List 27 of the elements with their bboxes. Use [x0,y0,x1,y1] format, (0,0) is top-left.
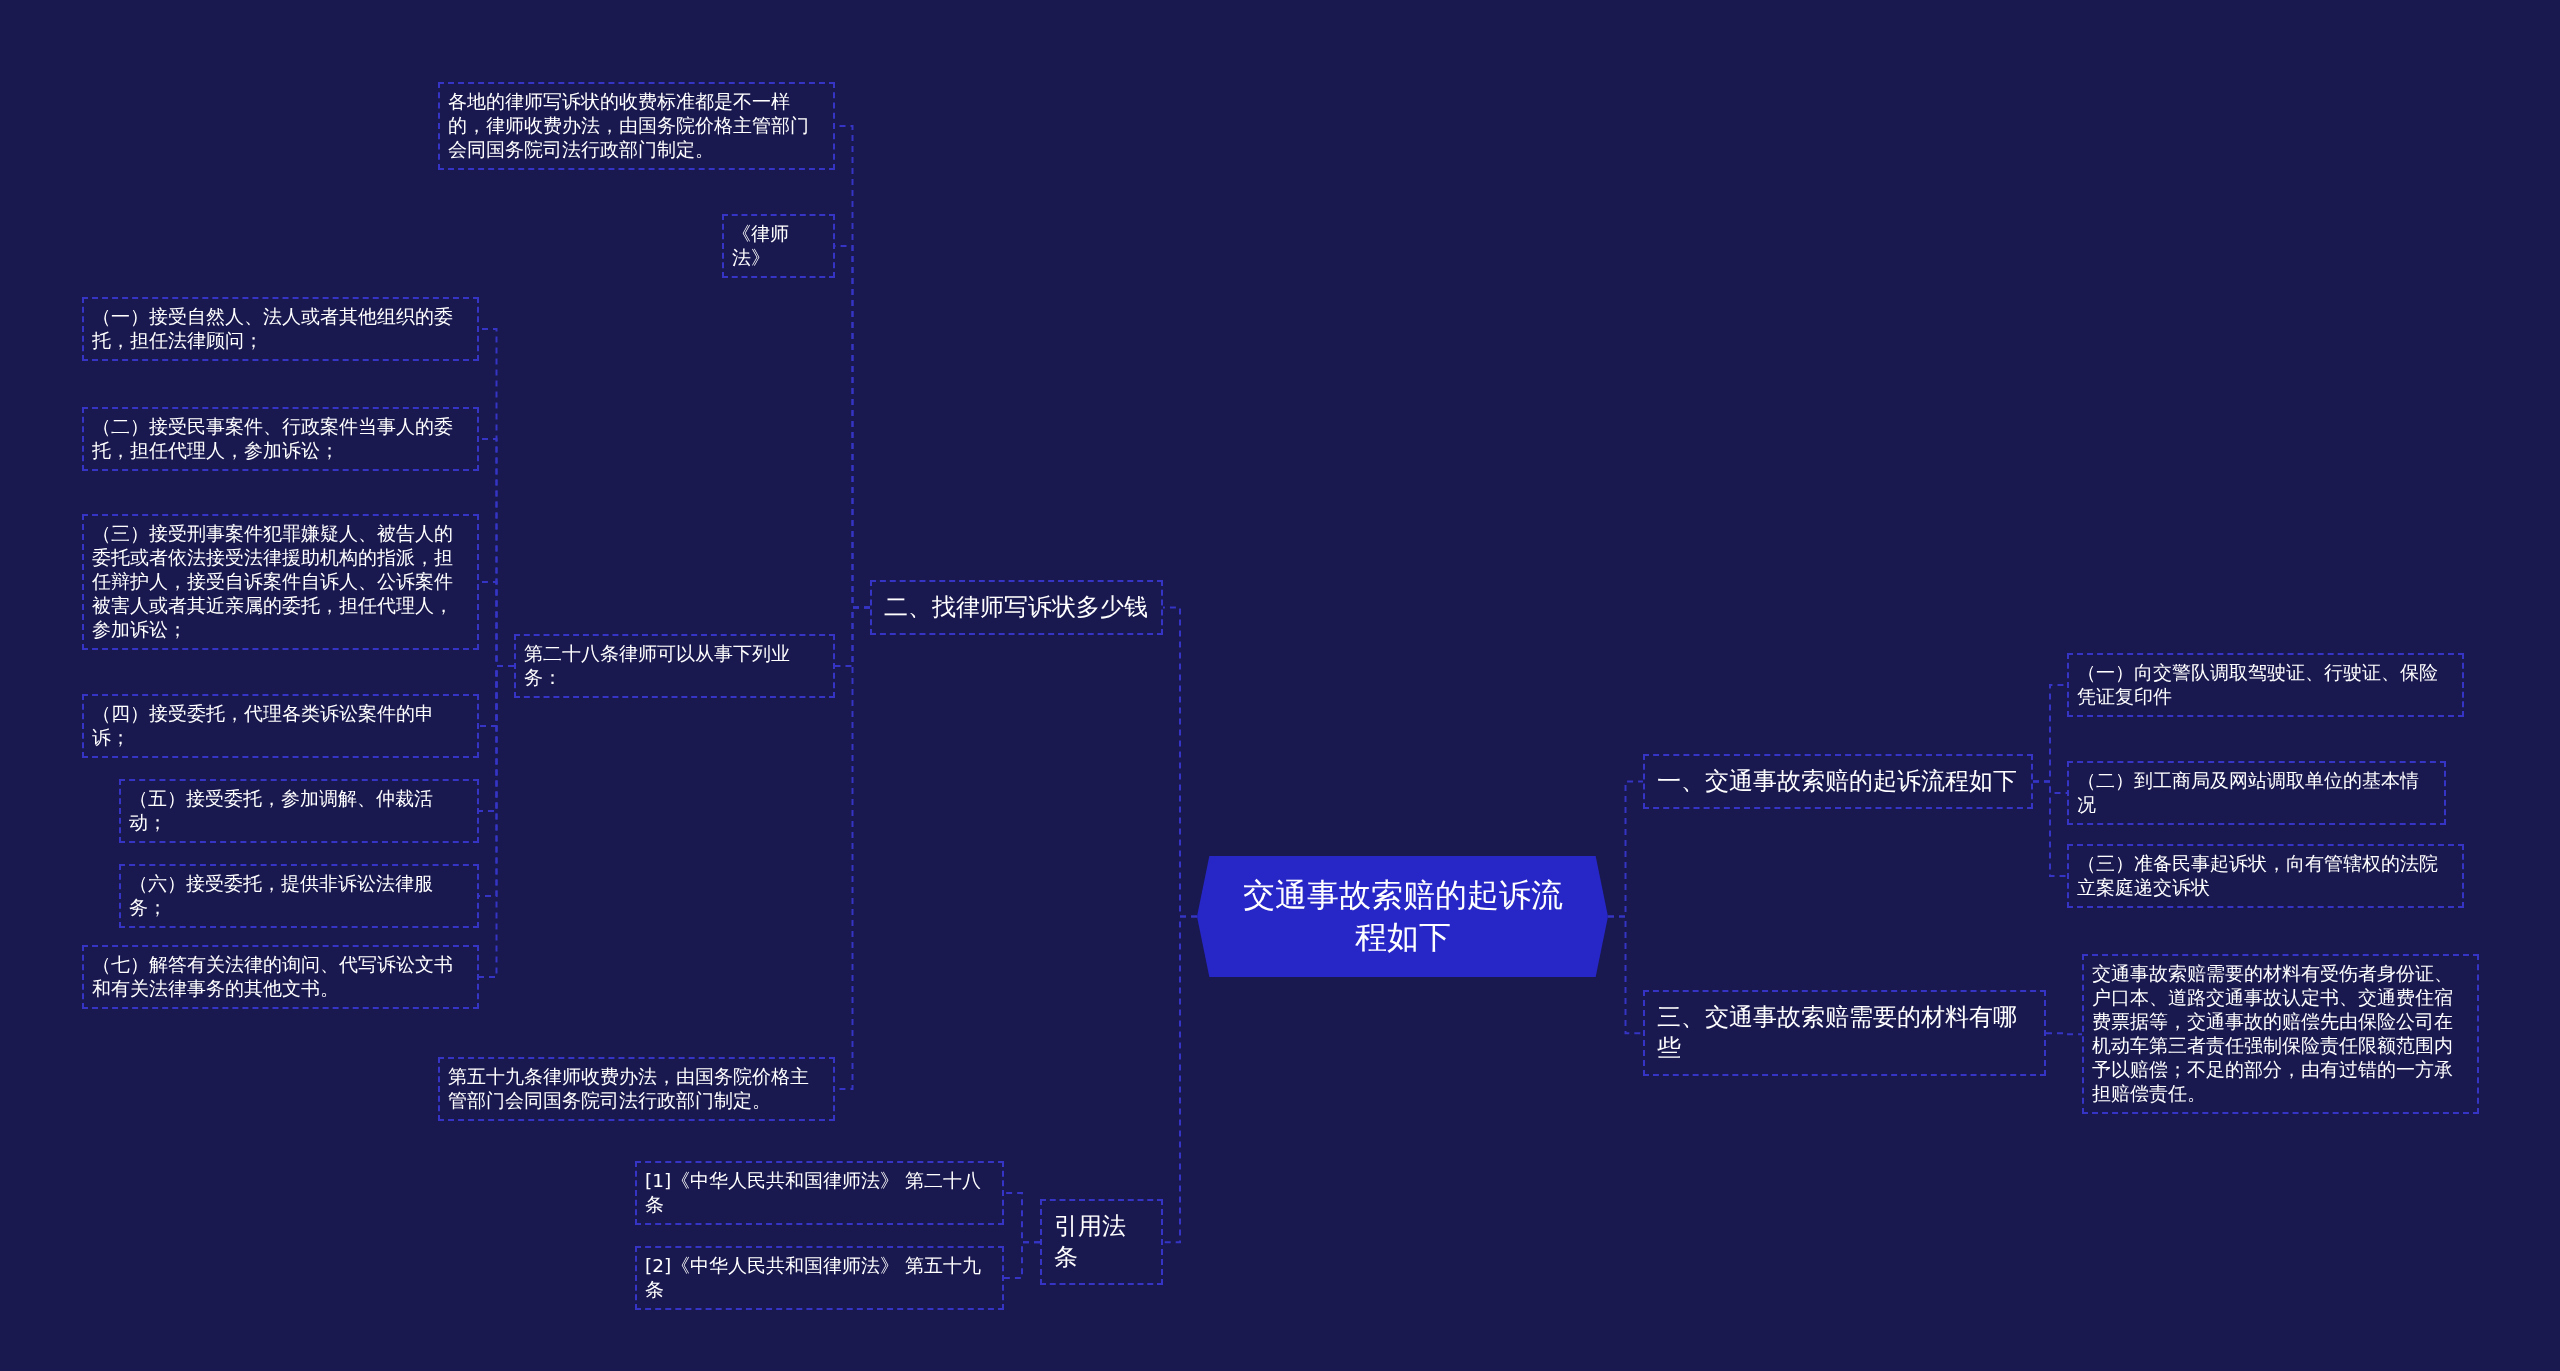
subtopic-box: 交通事故索赔需要的材料有受伤者身份证、户口本、道路交通事故认定书、交通费住宿费票据等，交通事故的赔偿先由保险公司在机动车第三者责任强制保险责任限额范围内予以赔偿；不足的部分，由有过错的一方承担赔偿责任。 [2082,954,2479,1115]
topic-box: 二、找律师写诉状多少钱 [870,580,1163,636]
topic-box: 三、交通事故索赔需要的材料有哪些 [1643,990,2046,1077]
subtopic-box: 《律师法》 [722,214,835,279]
central-topic: 交通事故索赔的起诉流程如下 [1197,856,1608,977]
topic-box: 一、交通事故索赔的起诉流程如下 [1643,754,2033,810]
connector-line [478,665,515,979]
subtopic-box: （五）接受委托，参加调解、仲裁活动； [119,779,479,844]
subtopic-box: 第二十八条律师可以从事下列业务： [514,634,835,699]
connector-line [2045,1032,2083,1036]
connector-line [1162,915,1198,1244]
subtopic-box: 第五十九条律师收费办法，由国务院价格主管部门会同国务院司法行政部门制定。 [438,1057,835,1122]
subtopic-box: （三）接受刑事案件犯罪嫌疑人、被告人的委托或者依法接受法律援助机构的指派，担任辩护人，接受自诉案件自诉人、公诉案件被害人或者其近亲属的委托，担任代理人，参加诉讼； [82,514,479,651]
subtopic-box: [1]《中华人民共和国律师法》 第二十八条 [635,1161,1004,1226]
subtopic-box: （七）解答有关法律的询问、代写诉讼文书和有关法律事务的其他文书。 [82,945,479,1010]
subtopic-box: （一）向交警队调取驾驶证、行驶证、保险凭证复印件 [2067,653,2464,718]
subtopic-box: （二）到工商局及网站调取单位的基本情况 [2067,761,2446,826]
subtopic-box: （一）接受自然人、法人或者其他组织的委托，担任法律顾问； [82,297,479,362]
subtopic-box: （三）准备民事起诉状，向有管辖权的法院立案庭递交诉状 [2067,844,2464,909]
subtopic-box: （六）接受委托，提供非诉讼法律服务； [119,864,479,929]
subtopic-box: [2]《中华人民共和国律师法》 第五十九条 [635,1246,1004,1311]
connector-line [2032,780,2068,878]
topic-box: 引用法条 [1040,1199,1163,1286]
subtopic-box: （二）接受民事案件、行政案件当事人的委托，担任代理人，参加诉讼； [82,407,479,472]
subtopic-box: 各地的律师写诉状的收费标准都是不一样的，律师收费办法，由国务院价格主管部门会同国务院司法行政部门制定。 [438,82,835,171]
connector-line [1003,1241,1041,1280]
subtopic-box: （四）接受委托，代理各类诉讼案件的申诉； [82,694,479,759]
